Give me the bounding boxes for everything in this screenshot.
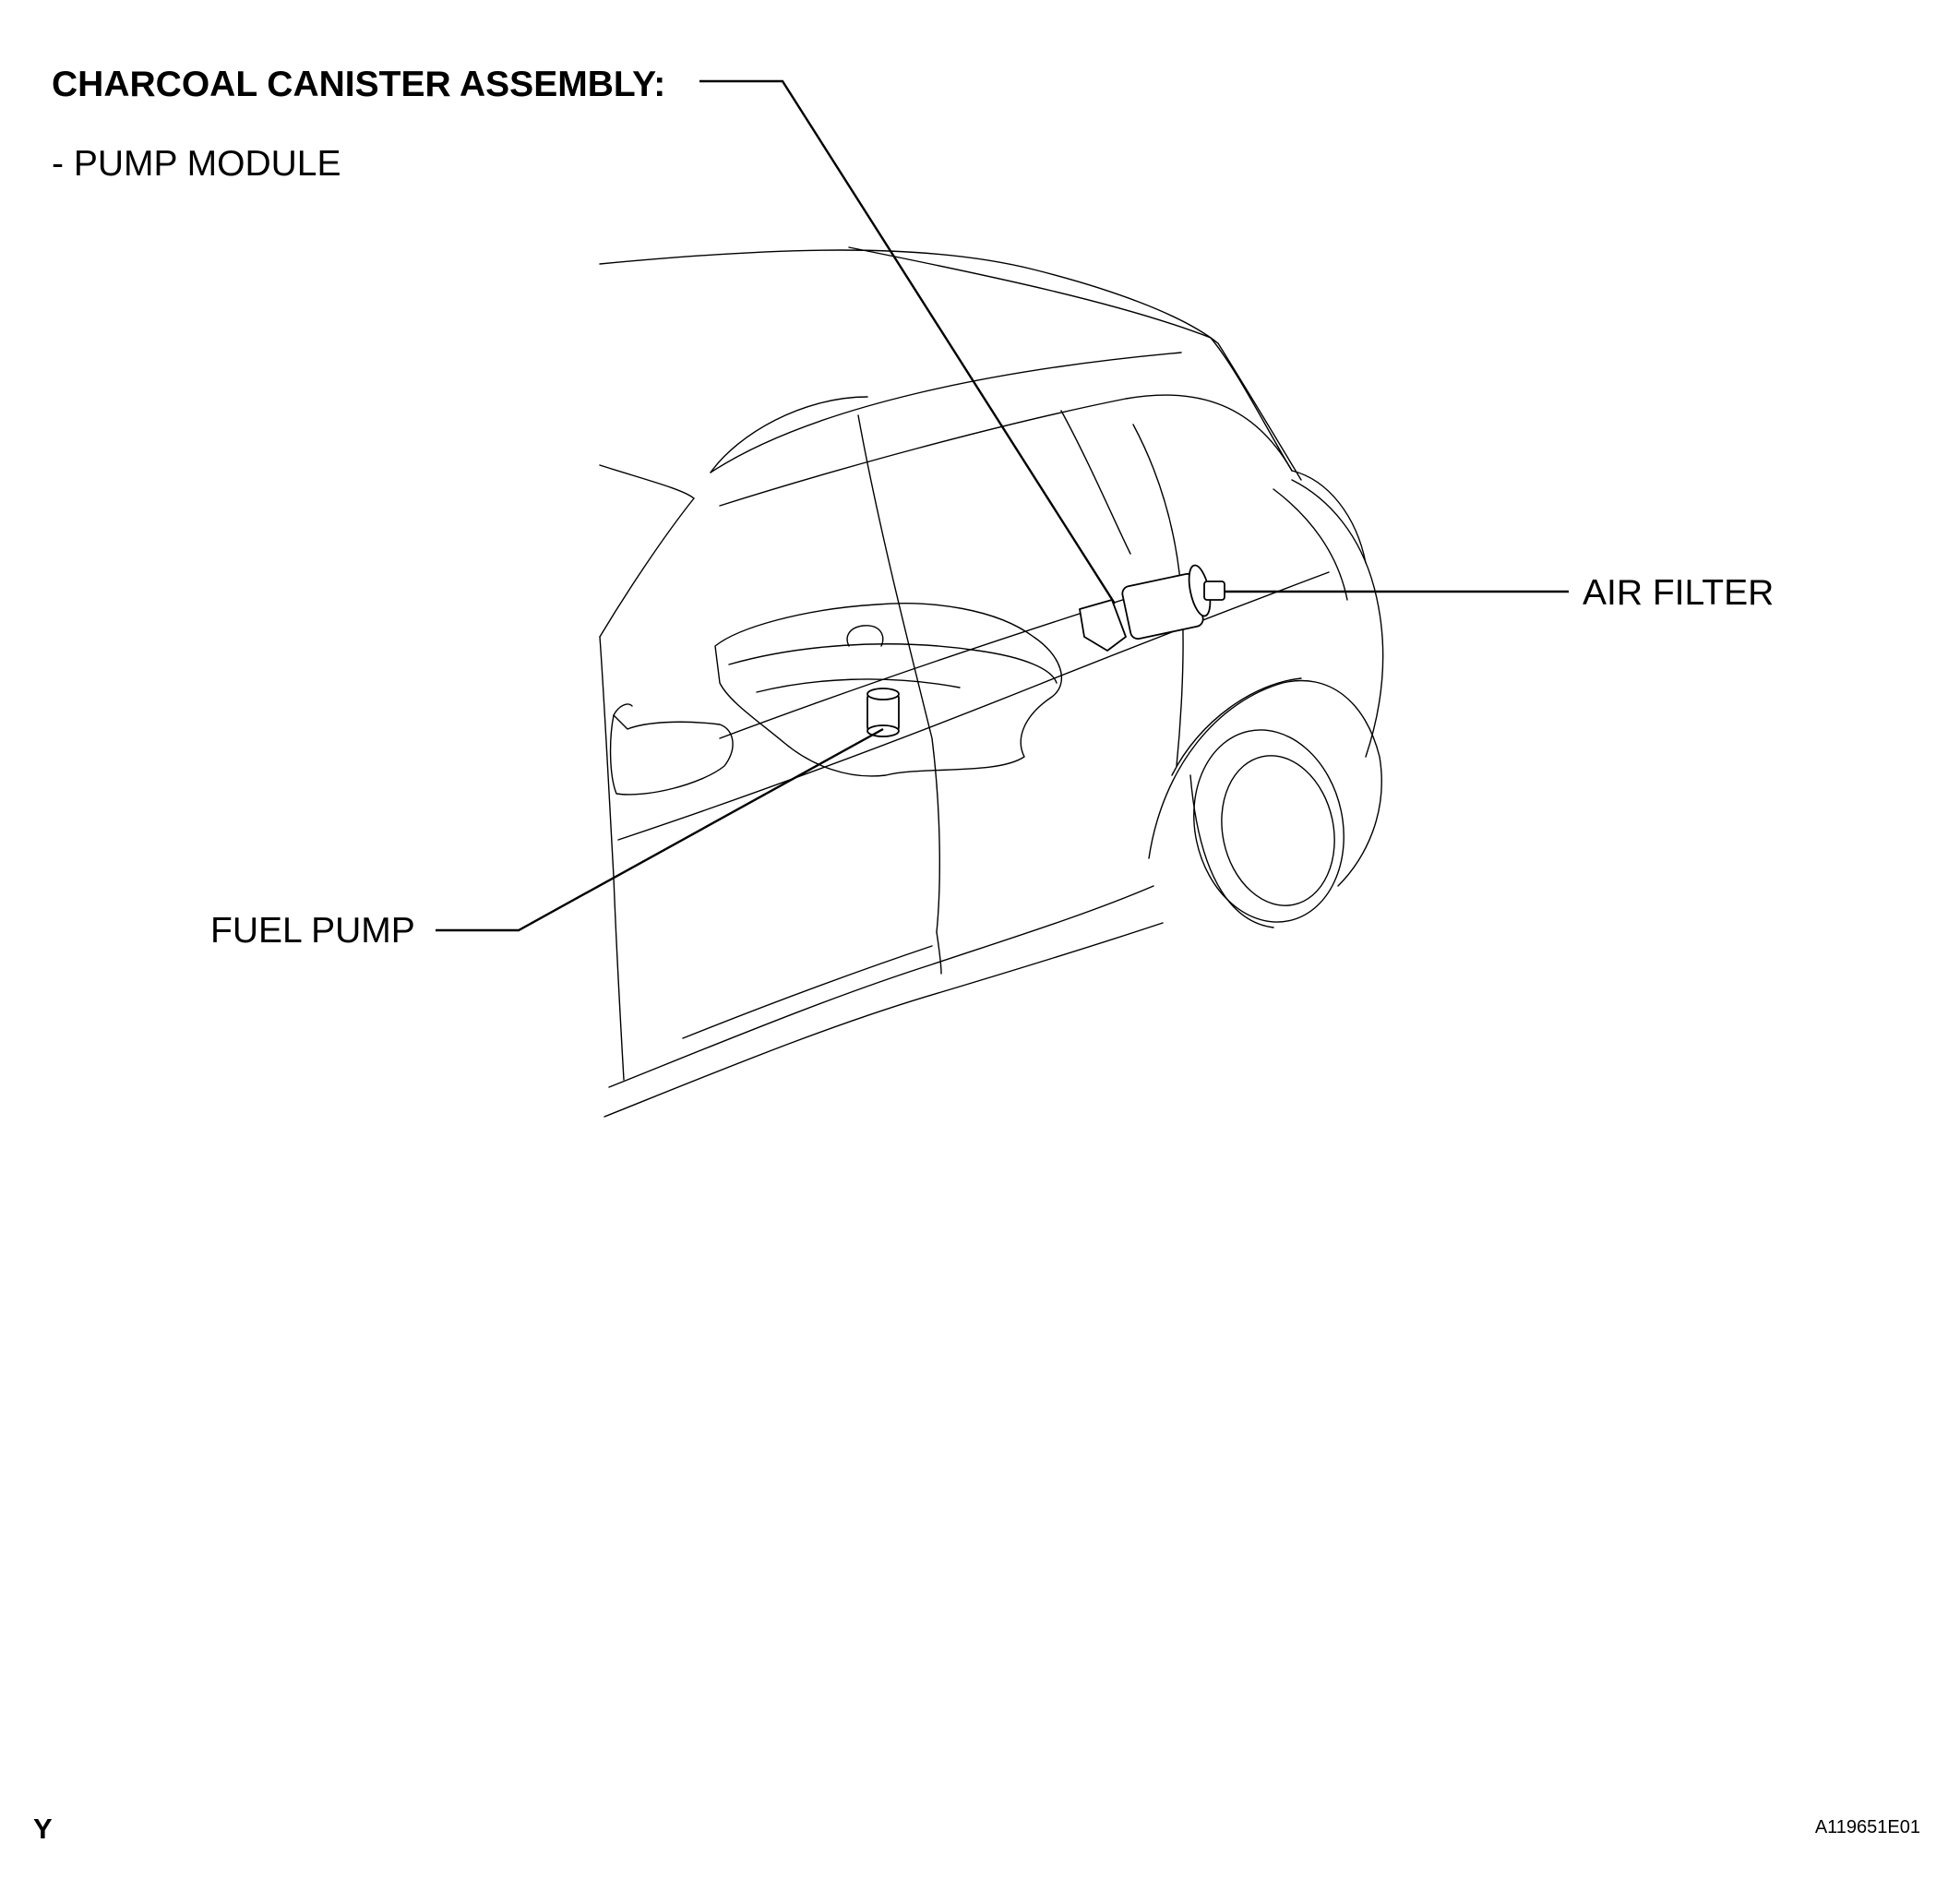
mirror-stalk <box>613 703 633 716</box>
diagram-subtitle: - PUMP MODULE <box>52 144 341 184</box>
side-character-line-2 <box>719 580 1182 739</box>
c-pillar <box>1060 410 1131 555</box>
rear-bumper-line <box>1291 479 1384 758</box>
window-top-line <box>710 352 1182 473</box>
rear-hatch-edge <box>1210 337 1293 472</box>
roof-upper-edge <box>848 246 1212 339</box>
air-filter-box <box>1203 580 1225 601</box>
charcoal-canister <box>1079 564 1225 652</box>
roof-line <box>599 249 1219 344</box>
canister-leader-line <box>699 79 1117 604</box>
figure-id: A119651E01 <box>1814 1817 1920 1837</box>
fuel-pump-label: FUEL PUMP <box>210 911 415 951</box>
fuel-tank-inner <box>756 678 961 693</box>
front-door-line <box>599 636 625 1081</box>
window-lower-frame <box>710 396 868 473</box>
a-pillar <box>599 464 695 499</box>
side-character-line <box>617 571 1330 841</box>
rocker-lower <box>604 922 1164 1118</box>
fuel-pump-leader-line <box>436 727 884 932</box>
rear-wheel-arch <box>1148 679 1382 887</box>
rear-tire <box>1193 729 1345 923</box>
tire-sidewall <box>1189 774 1274 928</box>
corner-mark: Y <box>33 1813 53 1845</box>
rear-bumper-inner <box>1273 488 1348 601</box>
rear-pillar-edge <box>1217 342 1302 481</box>
air-filter-label: AIR FILTER <box>1583 573 1775 613</box>
rear-door-line <box>936 931 942 975</box>
beltline <box>719 394 1293 507</box>
fuel-filler <box>846 625 884 647</box>
a-pillar-lower <box>599 497 695 638</box>
canister-bracket <box>1079 599 1127 652</box>
b-pillar <box>857 414 940 933</box>
pump-top <box>866 688 900 700</box>
sill-line <box>608 885 1154 1088</box>
vehicle-outline <box>599 246 1384 1118</box>
fuel-tank-top <box>728 643 1058 684</box>
door-mirror <box>609 714 734 796</box>
rocker-step <box>682 945 933 1039</box>
rear-wheel-arch-outer <box>1171 677 1302 776</box>
rear-tire-inner <box>1221 755 1335 906</box>
rear-quarter-line <box>1291 470 1367 564</box>
fuel-tank <box>714 603 1062 777</box>
diagram-title: CHARCOAL CANISTER ASSEMBLY: <box>52 65 666 104</box>
fuel-pump-part <box>866 688 900 737</box>
